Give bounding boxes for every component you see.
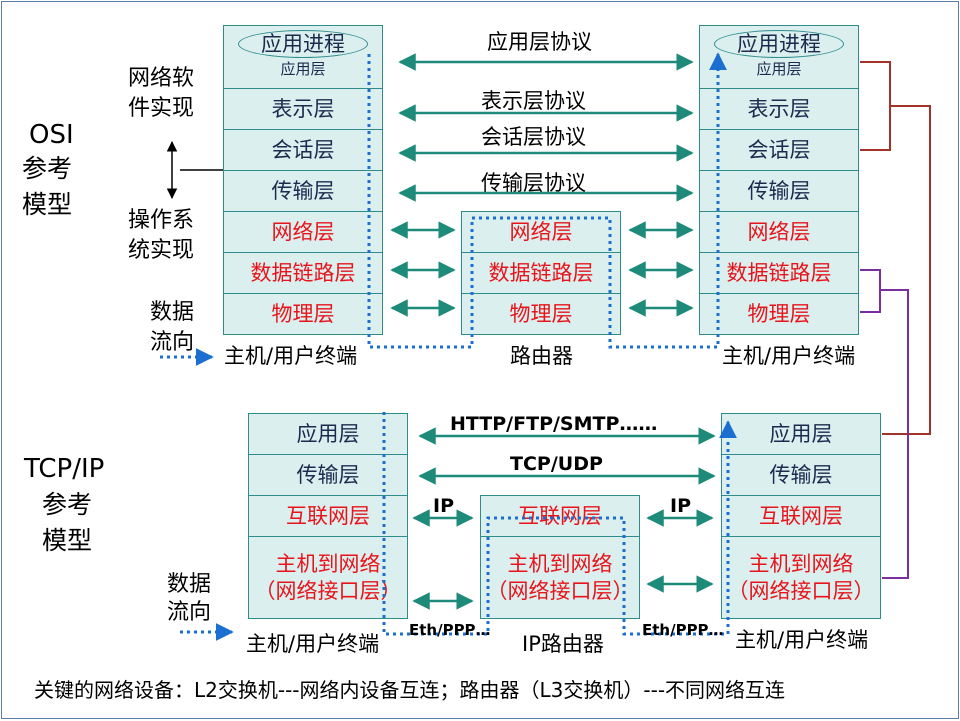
osi-link-to-tcpip-interface-link xyxy=(880,289,909,579)
tcpip-flow-label-line1: 数据 xyxy=(167,572,212,597)
osi-left-application-layer: 应用进程 应用层 xyxy=(223,25,383,89)
osi-router-network-layer: 网络层 xyxy=(461,211,621,253)
tcpip-right-interface-note: （网络接口层） xyxy=(727,578,875,603)
tcpip-router-label: IP路由器 xyxy=(522,632,604,656)
tcpip-subtitle-1: 参考 xyxy=(42,490,93,519)
osi-right-datalink-layer: 数据链路层 xyxy=(699,252,859,294)
osi-protocol-presentation: 表示层协议 xyxy=(481,89,586,113)
tcpip-protocol-application: HTTP/FTP/SMTP…… xyxy=(450,413,658,435)
osi-title: OSI xyxy=(29,120,74,150)
tcpip-eth-right-label: Eth/PPP… xyxy=(642,621,724,639)
os-label-line1: 操作系 xyxy=(128,208,195,233)
tcpip-host-left-label: 主机/用户终端 xyxy=(246,632,380,656)
osi-left-datalink-layer: 数据链路层 xyxy=(223,252,383,294)
osi-router-datalink-layer: 数据链路层 xyxy=(461,252,621,294)
tcpip-router-internet-layer: 互联网层 xyxy=(480,495,640,537)
tcpip-left-application-layer: 应用层 xyxy=(248,413,408,455)
tcpip-left-internet-layer: 互联网层 xyxy=(248,495,408,537)
tcpip-ip-right-label: IP xyxy=(670,495,691,517)
tcpip-router-interface-note: （网络接口层） xyxy=(486,578,634,603)
os-label-line2: 统实现 xyxy=(128,238,195,263)
osi-router-label: 路由器 xyxy=(510,344,573,368)
osi-right-app-process: 应用进程 xyxy=(714,30,844,58)
osi-left-app-process: 应用进程 xyxy=(238,30,368,58)
tcpip-protocol-transport: TCP/UDP xyxy=(510,453,603,475)
tcpip-host-right-label: 主机/用户终端 xyxy=(735,628,869,652)
tcpip-left-interface-note: （网络接口层） xyxy=(254,578,402,603)
osi-left-transport-layer: 传输层 xyxy=(223,170,383,212)
osi-left-physical-layer: 物理层 xyxy=(223,293,383,335)
tcpip-subtitle-2: 模型 xyxy=(42,526,93,555)
tcpip-right-transport-layer: 传输层 xyxy=(721,454,881,496)
tcpip-left-host-to-network: 主机到网络 xyxy=(275,552,381,577)
tcpip-router-network-interface-layer: 主机到网络 （网络接口层） xyxy=(480,536,640,619)
tcpip-right-internet-layer: 互联网层 xyxy=(721,495,881,537)
osi-left-app-layer-label: 应用层 xyxy=(280,60,326,78)
osi-left-session-layer: 会话层 xyxy=(223,129,383,171)
tcpip-right-host-to-network: 主机到网络 xyxy=(748,552,854,577)
software-label-line2: 件实现 xyxy=(128,96,195,121)
osi-right-app-layer-label: 应用层 xyxy=(756,60,802,78)
osi-protocol-session: 会话层协议 xyxy=(481,125,586,149)
tcpip-right-network-interface-layer: 主机到网络 （网络接口层） xyxy=(721,536,881,619)
osi-right-network-layer: 网络层 xyxy=(699,211,859,253)
osi-app-to-tcpip-app-link xyxy=(882,105,931,435)
osi-right-presentation-layer: 表示层 xyxy=(699,88,859,130)
tcpip-flow-label-line2: 流向 xyxy=(167,600,212,625)
osi-right-physical-layer: 物理层 xyxy=(699,293,859,335)
tcpip-ip-left-label: IP xyxy=(433,495,454,517)
tcpip-right-application-layer: 应用层 xyxy=(721,413,881,455)
osi-host-left-label: 主机/用户终端 xyxy=(224,344,358,368)
tcpip-left-transport-layer: 传输层 xyxy=(248,454,408,496)
tcpip-title: TCP/IP xyxy=(24,454,105,484)
osi-subtitle-2: 模型 xyxy=(22,190,73,219)
osi-host-right-label: 主机/用户终端 xyxy=(722,344,856,368)
osi-right-session-layer: 会话层 xyxy=(699,129,859,171)
osi-router-physical-layer: 物理层 xyxy=(461,293,621,335)
osi-lower-layers-bracket xyxy=(860,269,881,313)
software-label-line1: 网络软 xyxy=(128,66,195,91)
tcpip-eth-left-label: Eth/PPP… xyxy=(409,621,491,639)
tcpip-router-host-to-network: 主机到网络 xyxy=(507,552,613,577)
osi-right-application-layer: 应用进程 应用层 xyxy=(699,25,859,89)
osi-protocol-application: 应用层协议 xyxy=(487,30,592,54)
osi-protocol-transport: 传输层协议 xyxy=(481,171,586,195)
osi-left-presentation-layer: 表示层 xyxy=(223,88,383,130)
osi-upper-layers-bracket xyxy=(860,61,891,151)
osi-flow-label-line2: 流向 xyxy=(150,330,195,355)
footer-note: 关键的网络设备：L2交换机---网络内设备互连；路由器（L3交换机）---不同网… xyxy=(34,678,786,702)
osi-subtitle-1: 参考 xyxy=(22,154,73,183)
osi-flow-label-line1: 数据 xyxy=(150,300,195,325)
osi-left-network-layer: 网络层 xyxy=(223,211,383,253)
osi-right-transport-layer: 传输层 xyxy=(699,170,859,212)
tcpip-left-network-interface-layer: 主机到网络 （网络接口层） xyxy=(248,536,408,619)
